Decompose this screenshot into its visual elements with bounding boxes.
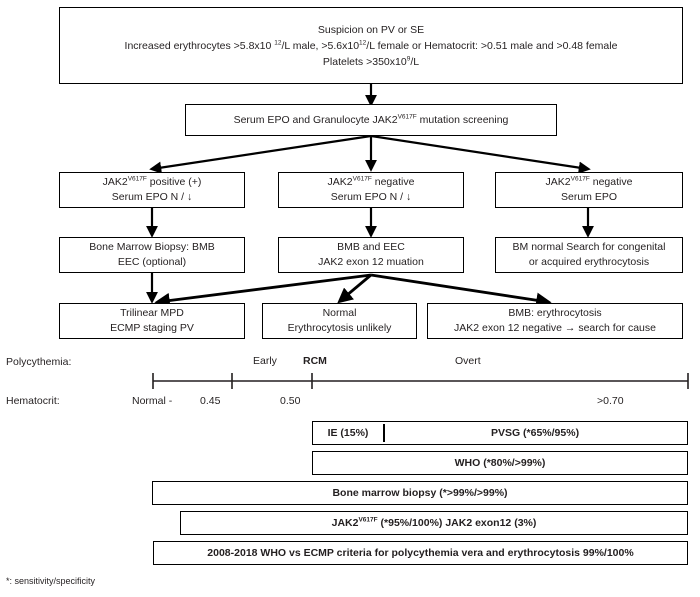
bar-segment-divider [383, 424, 385, 442]
polycythemia-axis-label: Polycythemia: [6, 356, 72, 368]
suspicion-line-3: Platelets >350x109/L [322, 55, 420, 68]
node-epo-jak2-screening: Serum EPO and Granulocyte JAK2V617F muta… [185, 104, 557, 136]
jak2-bar-label: JAK2V617F (*95%/100%) JAK2 exon12 (3%) [331, 516, 537, 529]
who-bar: WHO (*80%/>99%) [312, 451, 688, 475]
jak2-negative-epo-line-1: JAK2V617F negative [545, 175, 633, 188]
node-bmb-erythrocytosis: BMB: erythrocytosis JAK2 exon 12 negativ… [427, 303, 683, 339]
stage-label-early: Early [253, 355, 277, 367]
node-trilinear-mpd: Trilinear MPD ECMP staging PV [59, 303, 245, 339]
tick-label-normal: Normal - [132, 395, 173, 407]
summary-bar-label: 2008-2018 WHO vs ECMP criteria for polyc… [207, 547, 634, 559]
bone-marrow-biopsy-bar: Bone marrow biopsy (*>99%/>99%) [152, 481, 688, 505]
normal-unlikely-line-2: Erythrocytosis unlikely [287, 322, 392, 334]
node-suspicion: Suspicion on PV or SE Increased erythroc… [59, 7, 683, 84]
bm-normal-line-2: or acquired erythrocytosis [528, 256, 650, 268]
stage-label-overt: Overt [455, 355, 481, 367]
bm-normal-line-1: BM normal Search for congenital [512, 241, 666, 253]
node-jak2-negative-low-epo: JAK2V617F negative Serum EPO N / ↓ [278, 172, 464, 208]
jak2-negative-epo-line-2: Serum EPO [560, 191, 618, 203]
node-normal-erythrocytosis-unlikely: Normal Erythrocytosis unlikely [262, 303, 417, 339]
bmb-and-eec-line-2: JAK2 exon 12 muation [318, 256, 424, 268]
node-bmb-and-eec: BMB and EEC JAK2 exon 12 muation [278, 237, 464, 273]
bmb-eec-optional-line-2: EEC (optional) [117, 256, 187, 268]
stage-label-rcm: RCM [303, 355, 327, 367]
footnote-sensitivity-specificity: *: sensitivity/specificity [6, 576, 96, 586]
ie-segment-label: IE (15%) [327, 427, 369, 439]
bmb-eec-optional-line-1: Bone Marrow Biopsy: BMB [89, 241, 215, 253]
trilinear-mpd-line-2: ECMP staging PV [110, 322, 194, 334]
jak2-negative-low-epo-line-2: Serum EPO N / ↓ [330, 191, 412, 203]
jak2-positive-line-1: JAK2V617F positive (+) [102, 175, 202, 188]
suspicion-line-2: Increased erythrocytes >5.8x10 12/L male… [124, 39, 618, 52]
hematocrit-axis-label: Hematocrit: [6, 395, 60, 407]
node-bm-normal-congenital: BM normal Search for congenital or acqui… [495, 237, 683, 273]
jak2-bar: JAK2V617F (*95%/100%) JAK2 exon12 (3%) [180, 511, 688, 535]
node-bmb-eec-optional: Bone Marrow Biopsy: BMB EEC (optional) [59, 237, 245, 273]
pvsg-segment-label: PVSG (*65%/95%) [490, 427, 580, 439]
tick-label-045: 0.45 [200, 395, 221, 407]
tick-label-070: >0.70 [597, 395, 624, 407]
bmb-erythrocytosis-line-1: BMB: erythrocytosis [508, 307, 602, 319]
node-jak2-positive: JAK2V617F positive (+) Serum EPO N / ↓ [59, 172, 245, 208]
tick-label-050: 0.50 [280, 395, 301, 407]
suspicion-line-1: Suspicion on PV or SE [317, 23, 425, 36]
jak2-positive-line-2: Serum EPO N / ↓ [111, 191, 193, 203]
summary-bar: 2008-2018 WHO vs ECMP criteria for polyc… [153, 541, 688, 565]
jak2-negative-low-epo-line-1: JAK2V617F negative [327, 175, 415, 188]
normal-unlikely-line-1: Normal [322, 307, 357, 319]
bone-marrow-biopsy-bar-label: Bone marrow biopsy (*>99%/>99%) [332, 487, 508, 499]
ie-pvsg-bar: IE (15%) PVSG (*65%/95%) [312, 421, 688, 445]
node-jak2-negative-epo: JAK2V617F negative Serum EPO [495, 172, 683, 208]
bmb-and-eec-line-1: BMB and EEC [337, 241, 405, 253]
screening-label: Serum EPO and Granulocyte JAK2V617F muta… [233, 113, 509, 126]
bmb-erythrocytosis-line-2: JAK2 exon 12 negative → search for cause [454, 322, 656, 334]
trilinear-mpd-line-1: Trilinear MPD [120, 307, 184, 319]
who-bar-label: WHO (*80%/>99%) [454, 457, 546, 469]
